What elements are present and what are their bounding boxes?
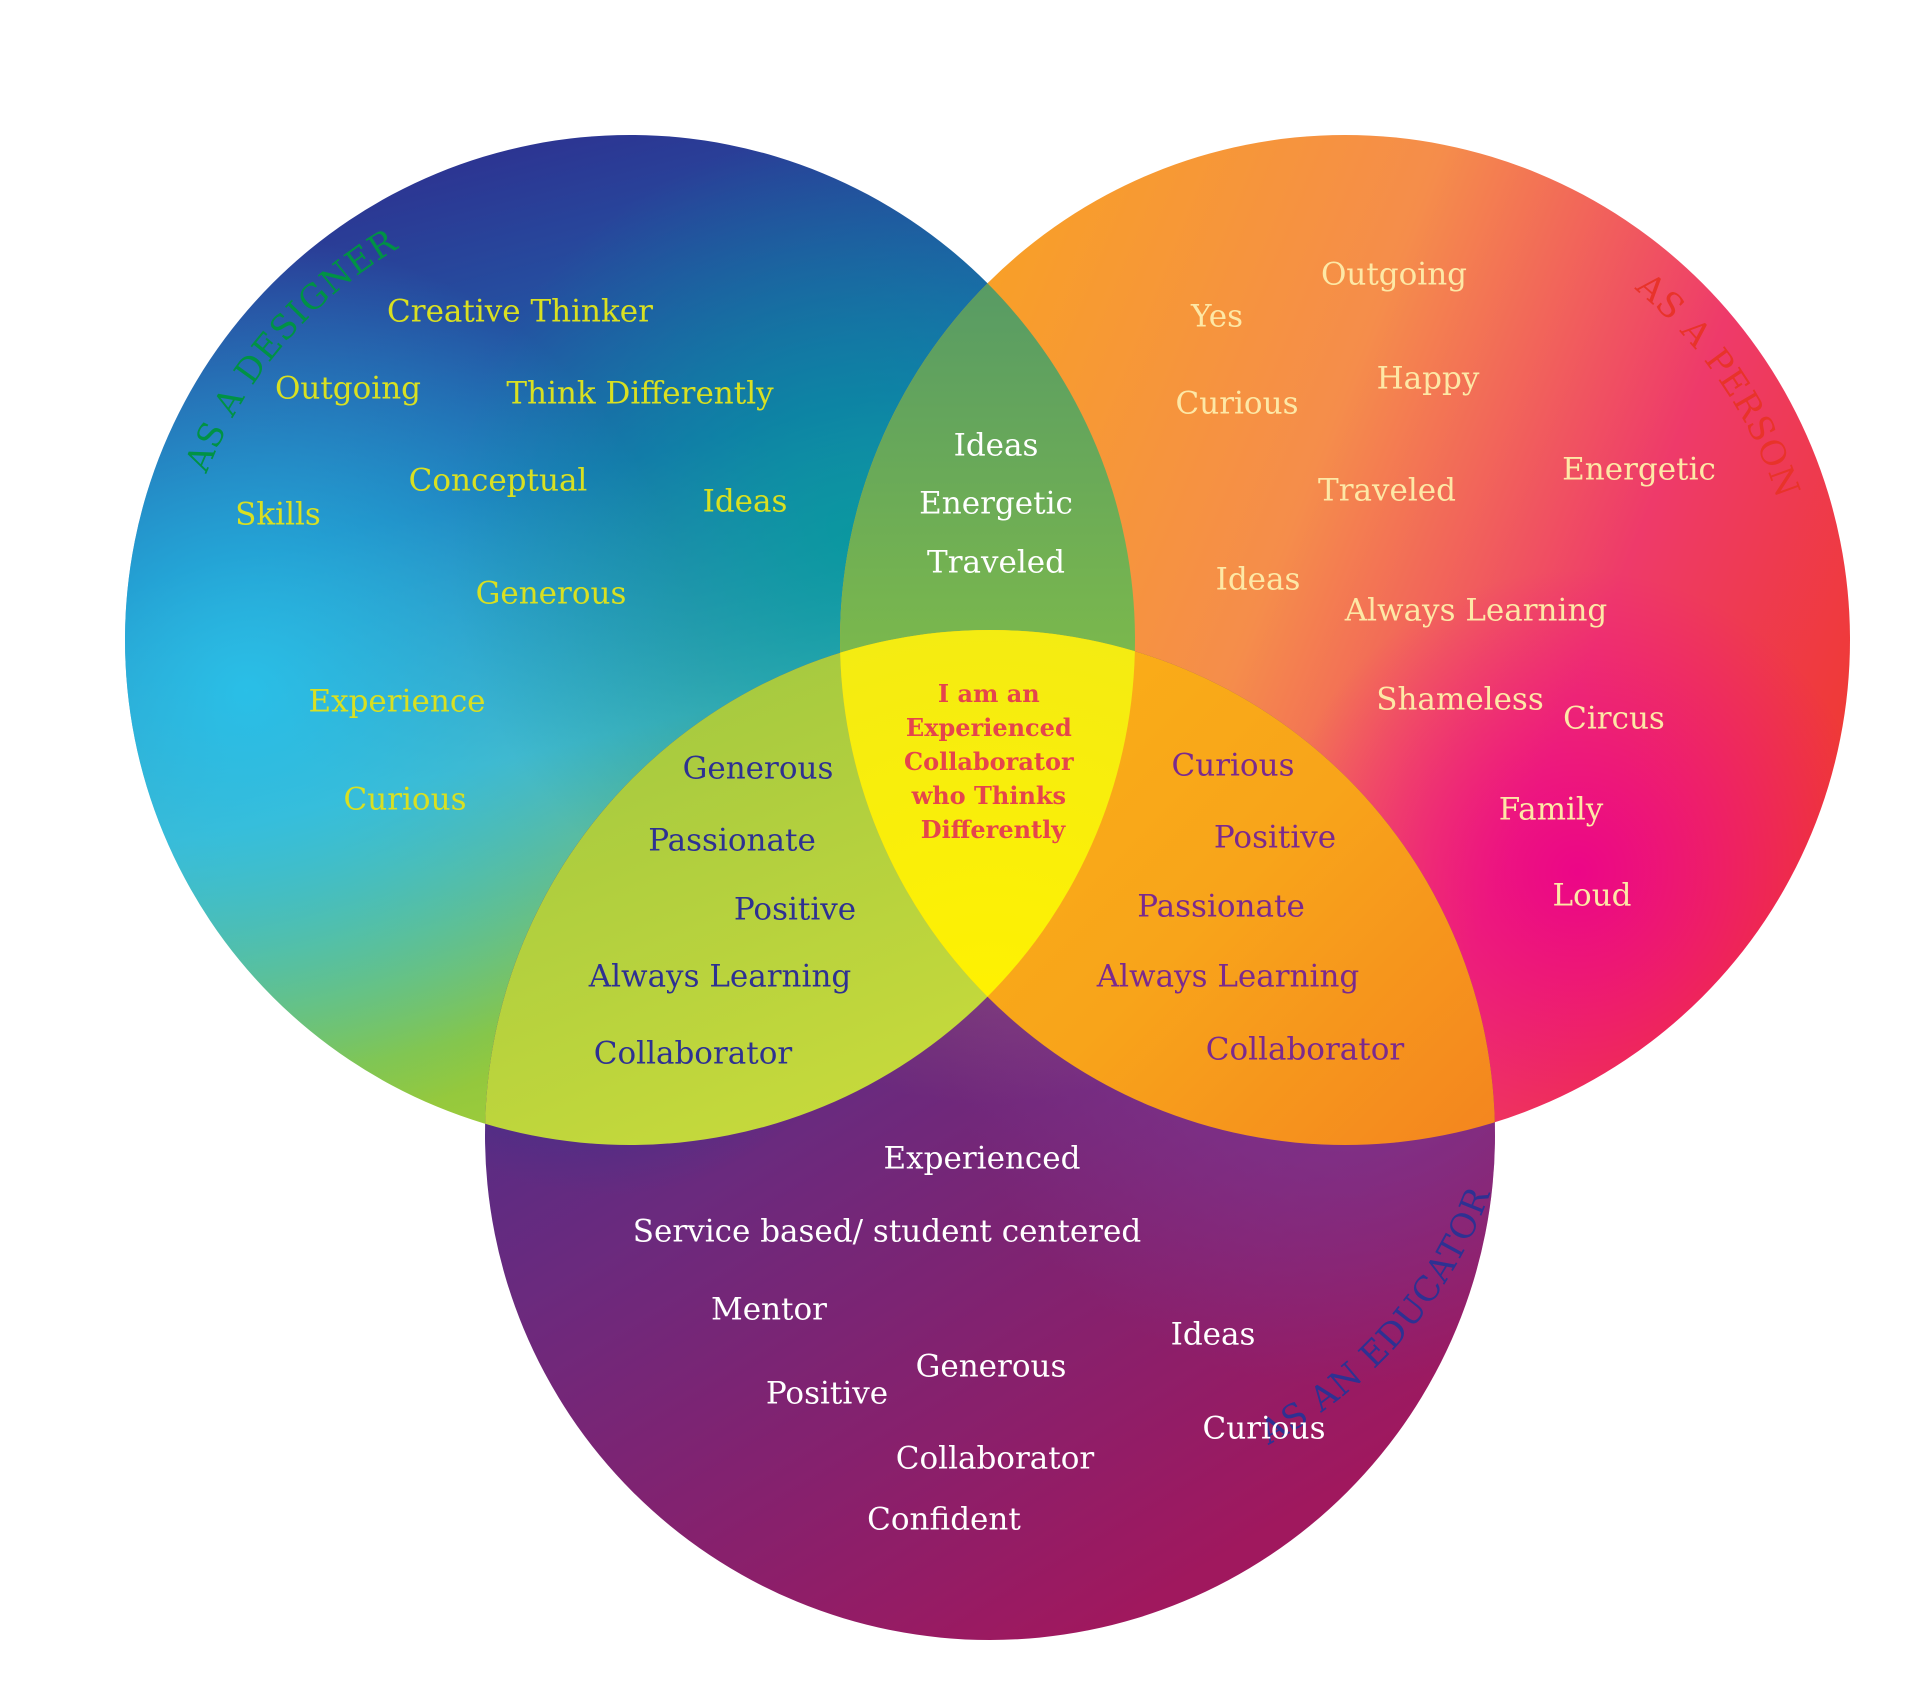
pe-label: Positive [1214,820,1336,856]
educator-label: Generous [916,1349,1067,1385]
educator-label: Service based/ student centered [633,1214,1141,1250]
designer-label: Skills [235,497,321,533]
designer-label: Generous [476,576,627,612]
dp-label: Traveled [927,545,1065,581]
educator-only-labels: Experienced Service based/ student cente… [633,1141,1326,1538]
de-label: Collaborator [594,1036,793,1072]
de-label: Always Learning [588,959,852,995]
person-label: Always Learning [1344,593,1608,629]
designer-label: Creative Thinker [387,294,653,330]
pe-label: Always Learning [1096,959,1360,995]
center-line: Differently [921,815,1066,844]
person-label: Loud [1552,878,1631,914]
person-label: Ideas [1216,562,1301,598]
person-label: Shameless [1376,682,1544,718]
center-line: Experienced [906,713,1072,742]
dp-label: Ideas [954,428,1039,464]
designer-label: Curious [344,782,467,818]
person-label: Family [1499,792,1604,828]
pe-label: Curious [1172,748,1295,784]
designer-label: Experience [308,684,485,720]
person-label: Outgoing [1321,257,1467,293]
educator-label: Ideas [1171,1317,1256,1353]
designer-label: Think Differently [506,376,774,412]
center-line: Collaborator [904,747,1074,776]
designer-label: Ideas [703,484,788,520]
center-line: I am an [938,679,1040,708]
person-label: Traveled [1318,473,1456,509]
pe-label: Passionate [1137,889,1305,925]
person-label: Circus [1563,701,1665,737]
de-label: Passionate [648,823,816,859]
designer-only-labels: Creative Thinker Outgoing Think Differen… [235,294,787,818]
person-label: Yes [1190,299,1243,335]
educator-label: Curious [1203,1411,1326,1447]
designer-label: Conceptual [409,463,588,499]
educator-label: Mentor [711,1292,827,1328]
pe-label: Collaborator [1206,1032,1405,1068]
educator-label: Confident [867,1502,1021,1538]
person-label: Curious [1176,386,1299,422]
person-label: Happy [1377,361,1480,397]
person-label: Energetic [1562,452,1716,488]
educator-label: Positive [766,1376,888,1412]
educator-label: Experienced [884,1141,1081,1177]
designer-educator-labels: Generous Passionate Positive Always Lear… [588,751,856,1072]
center-line: who Thinks [911,781,1067,810]
person-educator-labels: Curious Positive Passionate Always Learn… [1096,748,1405,1068]
center-statement: I am an Experienced Collaborator who Thi… [904,679,1082,844]
designer-person-labels: Ideas Energetic Traveled [919,428,1073,581]
educator-label: Collaborator [896,1441,1095,1477]
designer-label: Outgoing [275,371,421,407]
person-only-labels: Outgoing Yes Happy Curious Energetic Tra… [1176,257,1716,914]
de-label: Positive [734,892,856,928]
dp-label: Energetic [919,486,1073,522]
de-label: Generous [683,751,834,787]
